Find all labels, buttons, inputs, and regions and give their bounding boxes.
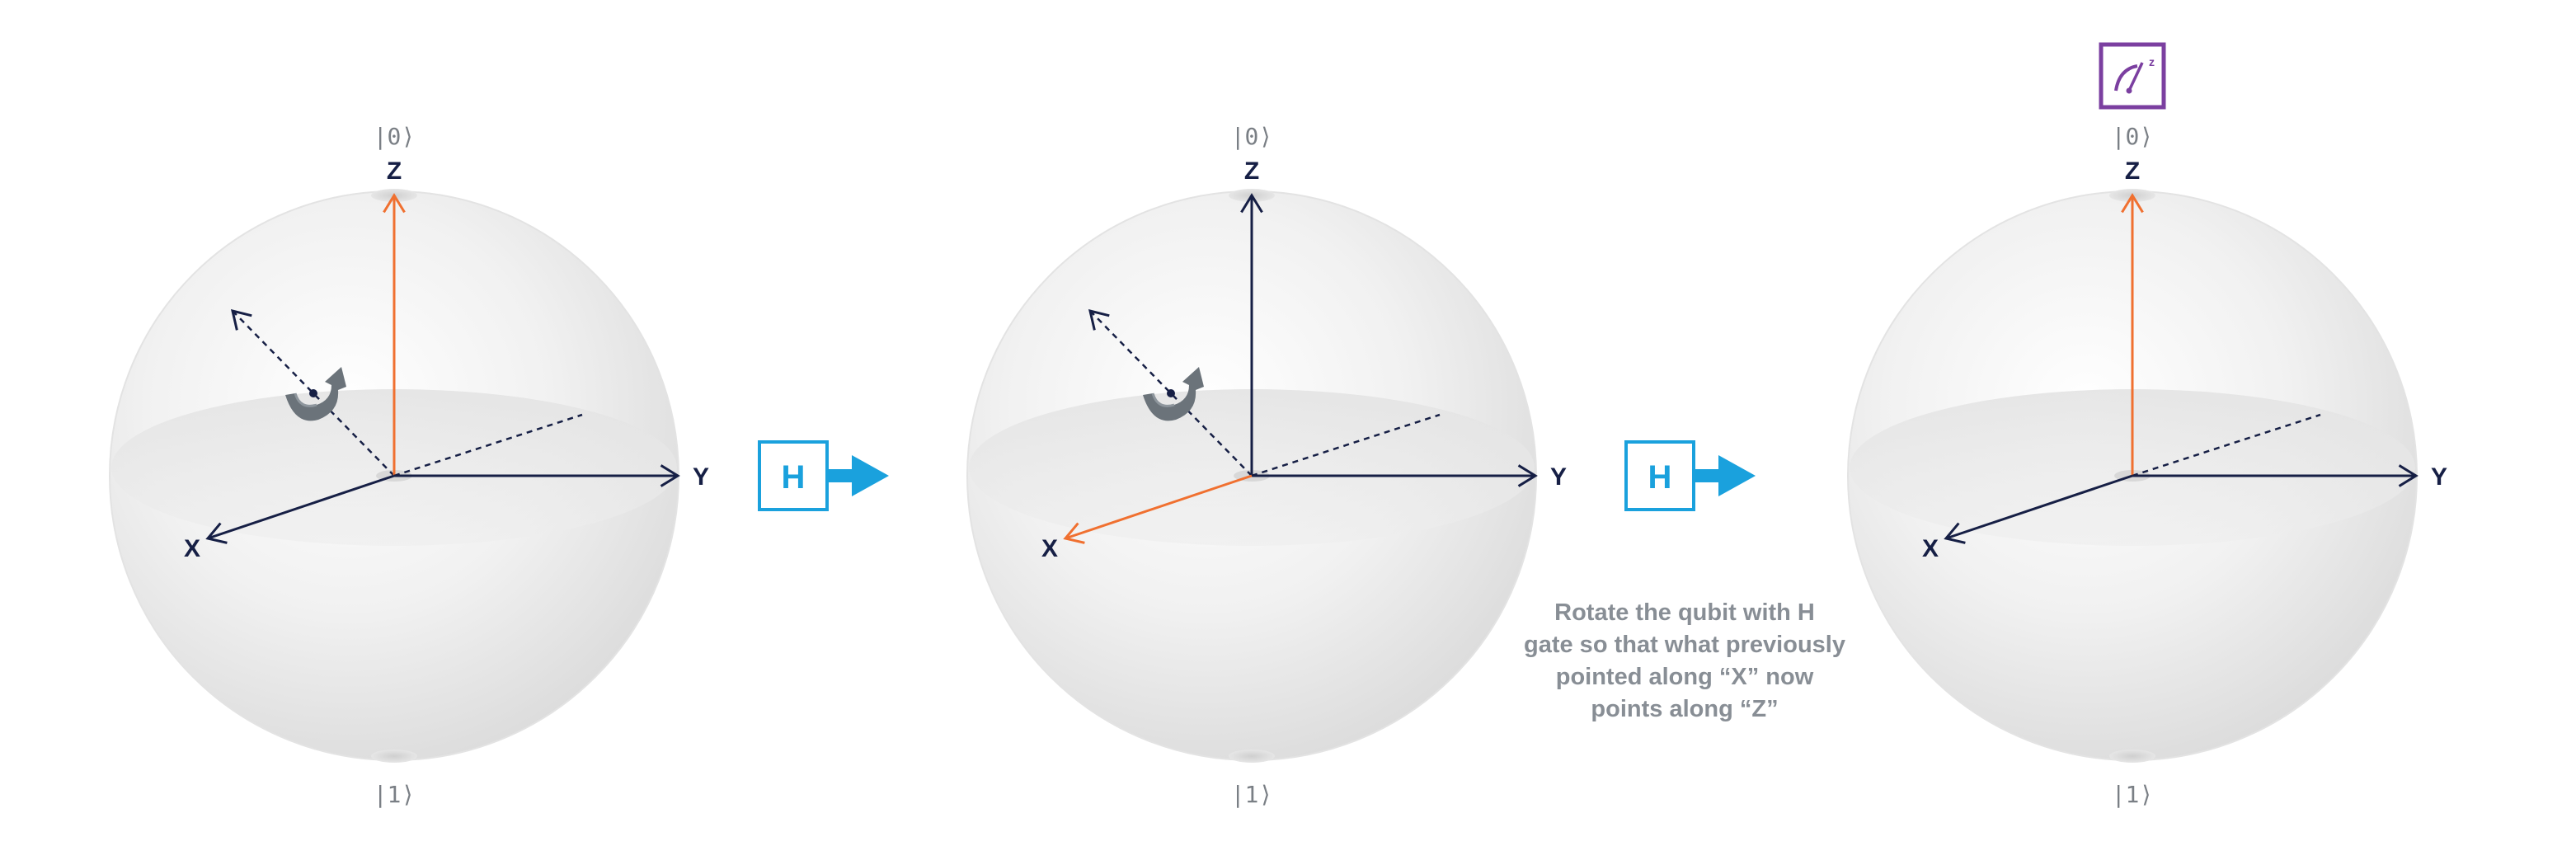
back-axis-guide [393, 413, 583, 477]
caption-line-2: gate so that what previously [1524, 632, 1845, 658]
y-axis-label: Y [693, 463, 709, 491]
rotation-arrow-icon [1143, 367, 1204, 421]
back-axis-guide [2132, 413, 2321, 477]
ket-zero-label: |0⟩ [1231, 123, 1273, 150]
y-axis [2132, 464, 2419, 487]
bloch-sphere-3: Z Y X |0⟩ |1⟩ z [1847, 42, 2447, 808]
measurement-gauge-icon: z [2099, 42, 2166, 110]
z-axis [383, 193, 406, 476]
south-pole-marker [371, 750, 417, 763]
hadamard-gate-2: H [1624, 440, 1756, 511]
back-axis-guide [1251, 413, 1441, 477]
y-axis [1252, 464, 1538, 487]
z-axis-label: Z [2125, 157, 2140, 185]
caption: Rotate the qubit with H gate so that wha… [1524, 599, 1845, 722]
z-axis [2121, 193, 2144, 476]
rotation-indicator [230, 308, 395, 477]
y-axis [394, 464, 680, 487]
x-axis [1944, 474, 2133, 544]
x-axis-label: X [184, 535, 200, 562]
z-axis-label: Z [1244, 157, 1259, 185]
ket-one-label: |1⟩ [1231, 781, 1273, 808]
ket-zero-label: |0⟩ [374, 123, 416, 150]
gate-label: H [782, 459, 806, 496]
bloch-sphere-1: Z Y X |0⟩ |1⟩ [109, 123, 709, 808]
ket-one-label: |1⟩ [2112, 781, 2154, 808]
hadamard-gate-1: H [758, 440, 889, 511]
x-axis [1063, 474, 1253, 544]
z-axis-label: Z [387, 157, 402, 185]
y-axis-label: Y [2431, 463, 2447, 491]
x-axis-label: X [1041, 535, 1058, 562]
south-pole-marker [2109, 750, 2155, 763]
z-axis [1240, 193, 1263, 476]
ket-one-label: |1⟩ [374, 781, 416, 808]
caption-line-1: Rotate the qubit with H [1554, 599, 1815, 626]
gate-label: H [1648, 459, 1672, 496]
rotation-indicator [1088, 308, 1253, 477]
right-arrow-icon [1695, 455, 1756, 496]
caption-line-3: pointed along “X” now [1556, 664, 1814, 690]
y-axis-label: Y [1550, 463, 1567, 491]
right-arrow-icon [829, 455, 889, 496]
rotation-arrow-icon [285, 367, 346, 421]
x-axis [205, 474, 395, 544]
bloch-sphere-2: Z Y X |0⟩ |1⟩ [966, 123, 1567, 808]
caption-line-4: points along “Z” [1591, 696, 1778, 722]
x-axis-label: X [1922, 535, 1939, 562]
ket-zero-label: |0⟩ [2112, 123, 2154, 150]
south-pole-marker [1229, 750, 1275, 763]
measure-basis-glyph: z [2149, 55, 2155, 68]
